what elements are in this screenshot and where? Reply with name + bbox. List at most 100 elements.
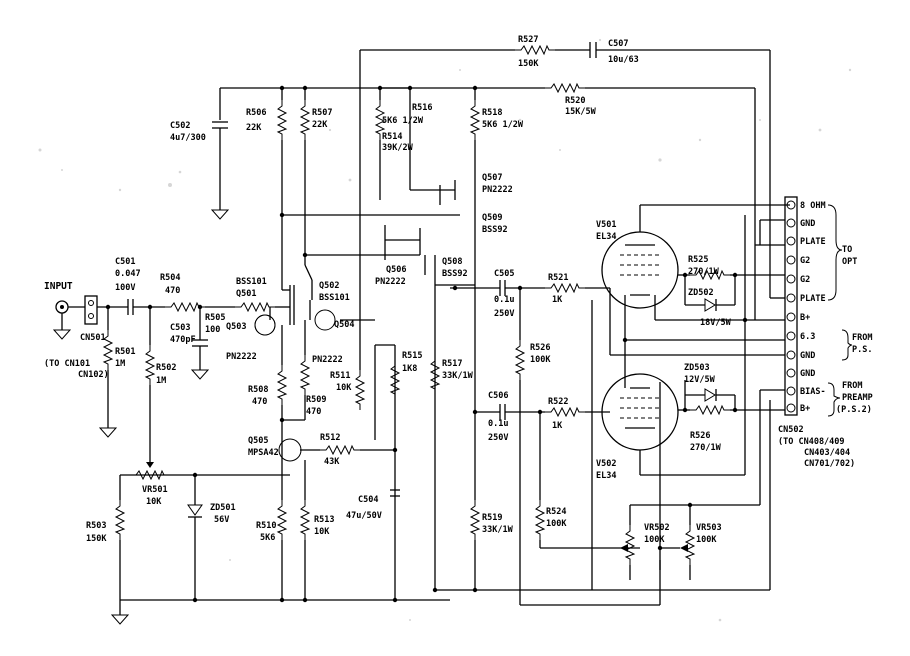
cn502-dest-b: CN403/404 xyxy=(804,448,850,458)
q503-body xyxy=(254,314,276,336)
r509-label: R509 xyxy=(306,395,326,405)
v501-envelope xyxy=(601,231,679,309)
v502-envelope xyxy=(601,373,679,451)
c505-voltage: 250V xyxy=(494,309,514,319)
to-opt-b: OPT xyxy=(842,257,857,267)
r511-label: R511 xyxy=(330,371,350,381)
c504-label: C504 xyxy=(358,495,378,505)
from-preamp-a: FROM xyxy=(842,381,862,391)
pin-label: G2 xyxy=(800,256,810,266)
q507-label: Q507 xyxy=(482,173,502,183)
from-ps-a: FROM xyxy=(852,333,872,343)
v501-label: V501 xyxy=(596,220,616,230)
r525-value: 270/1W xyxy=(688,267,720,277)
vr503-label: VR503 xyxy=(696,523,722,533)
r510-value: 5K6 xyxy=(260,533,275,543)
cn501-dest-b: CN102) xyxy=(78,370,109,380)
c507-value: 10u/63 xyxy=(608,55,639,65)
r522-label: R522 xyxy=(548,397,568,407)
r515-value: 1K8 xyxy=(402,364,417,374)
r508-value: 470 xyxy=(252,397,267,407)
r501-label: R501 xyxy=(115,347,135,357)
r504-value: 470 xyxy=(165,286,180,296)
q508-label: Q508 xyxy=(442,257,462,267)
r519-label: R519 xyxy=(482,513,502,523)
q502-value: BSS101 xyxy=(319,293,350,303)
r502-value: 1M xyxy=(156,376,166,386)
q501-label: Q501 xyxy=(236,289,256,299)
cn502-pins xyxy=(786,200,796,413)
c502-label: C502 xyxy=(170,121,190,131)
r513-label: R513 xyxy=(314,515,334,525)
q503-label: Q503 xyxy=(226,322,246,332)
from-preamp-c: (P.S.2) xyxy=(836,405,872,415)
q506-value: PN2222 xyxy=(375,277,406,287)
r524-value: 100K xyxy=(546,519,567,529)
c506-label: C506 xyxy=(488,391,508,401)
q504-label: Q504 xyxy=(334,320,354,330)
v501-value: EL34 xyxy=(596,232,616,242)
pin-label: G2 xyxy=(800,275,810,285)
r506-value: 22K xyxy=(246,123,262,133)
r520-value: 15K/5W xyxy=(565,107,597,117)
r505-value: 100 xyxy=(205,325,220,335)
vr501-label: VR501 xyxy=(142,485,168,495)
cn501-label: CN501 xyxy=(80,333,106,343)
pin-label: B+ xyxy=(800,313,810,323)
vr502-label: VR502 xyxy=(644,523,670,533)
zd502-value: 18V/5W xyxy=(700,318,732,328)
pin-label: 6.3 xyxy=(800,332,815,342)
r527-value: 150K xyxy=(518,59,539,69)
brace-marks xyxy=(827,204,853,417)
r505-label: R505 xyxy=(205,313,225,323)
r506-label: R506 xyxy=(246,108,266,118)
r526b-label: R526 xyxy=(690,431,710,441)
r524-label: R524 xyxy=(546,507,566,517)
connector-pin-labels: 8 OHM GND PLATE G2 G2 PLATE B+ 6.3 GND G… xyxy=(800,201,873,415)
r517-value: 33K/1W xyxy=(442,371,474,381)
r527-label: R527 xyxy=(518,35,538,45)
junction-dots xyxy=(105,85,748,603)
r502-label: R502 xyxy=(156,363,176,373)
r507-value: 22K xyxy=(312,120,328,130)
pin-label: B+ xyxy=(800,404,810,414)
cn502-label: CN502 xyxy=(778,425,804,435)
q501-type: BSS101 xyxy=(236,277,267,287)
pin-label: PLATE xyxy=(800,294,826,304)
input-label: INPUT xyxy=(44,281,73,292)
r522-value: 1K xyxy=(552,421,563,431)
r521-value: 1K xyxy=(552,295,563,305)
c505-label: C505 xyxy=(494,269,514,279)
r507-label: R507 xyxy=(312,108,332,118)
cn502-dest-a: (TO CN408/409 xyxy=(778,437,845,447)
c503-value: 470pF xyxy=(170,335,196,345)
q503-value: PN2222 xyxy=(226,352,257,362)
cn501-dest-a: (TO CN101 xyxy=(44,359,90,369)
to-opt-a: TO xyxy=(842,245,852,255)
r509-value: 470 xyxy=(306,407,321,417)
r514-value: 39K/2W xyxy=(382,143,414,153)
r513-value: 10K xyxy=(314,527,330,537)
r521-label: R521 xyxy=(548,273,568,283)
scan-noise xyxy=(38,38,852,622)
c503-label: C503 xyxy=(170,323,190,333)
r520-label: R520 xyxy=(565,96,585,106)
from-ps-b: P.S. xyxy=(852,345,872,355)
zd503-label: ZD503 xyxy=(684,363,710,373)
r503-value: 150K xyxy=(86,534,107,544)
r516-value: 5K6 1/2W xyxy=(382,116,424,126)
r512-label: R512 xyxy=(320,433,340,443)
r514-label: R514 xyxy=(382,132,402,142)
r501-value: 1M xyxy=(115,359,125,369)
q504-value: PN2222 xyxy=(312,355,343,365)
c506-value: 0.1u xyxy=(488,419,508,429)
zd503-value: 12V/5W xyxy=(684,375,716,385)
q505-value: MPSA42 xyxy=(248,448,279,458)
vr501-value: 10K xyxy=(146,497,162,507)
wires xyxy=(53,42,798,625)
r526-value: 100K xyxy=(530,355,551,365)
r517-label: R517 xyxy=(442,359,462,369)
c501-label: C501 xyxy=(115,257,135,267)
q509-value: BSS92 xyxy=(482,225,508,235)
q502-label: Q502 xyxy=(319,281,339,291)
